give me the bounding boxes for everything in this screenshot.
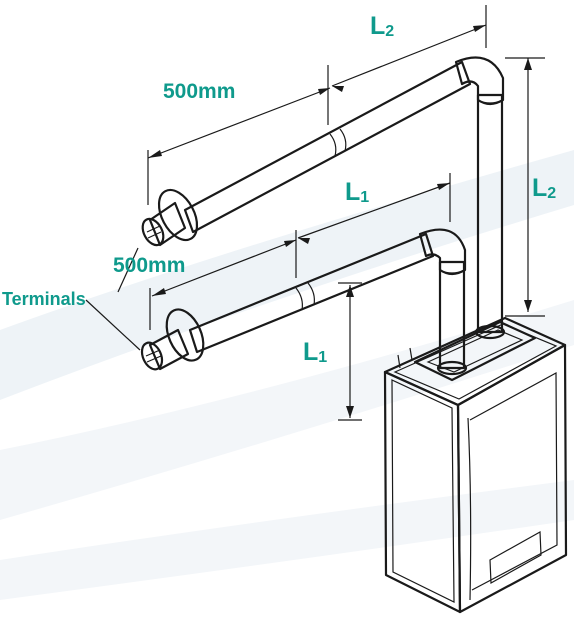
label-l2-right: L2 (532, 174, 556, 202)
boiler (383, 316, 568, 614)
flue-horizontal-upper (141, 56, 505, 247)
labels: L2 500mm L2 L1 500mm Terminals L1 (2, 12, 556, 366)
label-l1-left: L1 (303, 338, 327, 366)
label-l2-top: L2 (370, 12, 394, 40)
label-l1-top: L1 (345, 178, 369, 206)
background-swoosh (0, 150, 574, 600)
label-terminals: Terminals (2, 289, 86, 309)
label-500mm-upper: 500mm (163, 80, 235, 103)
flue-horizontal-lower (140, 228, 467, 371)
dimension-lines (85, 5, 545, 421)
label-500mm-lower: 500mm (113, 254, 185, 277)
dimension-arrowheads (148, 25, 532, 418)
